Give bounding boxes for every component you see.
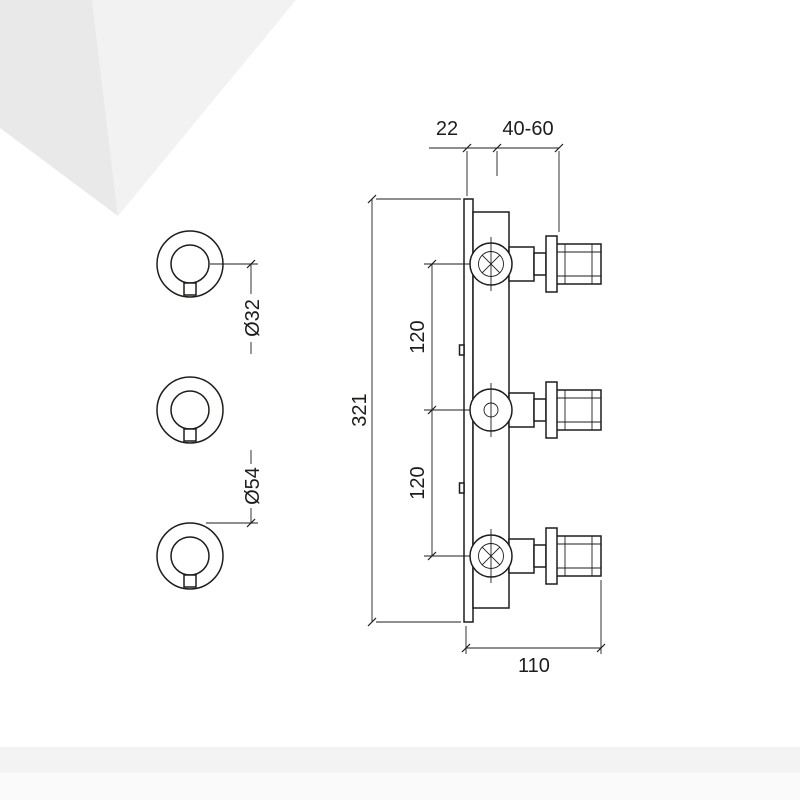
- handle-indicator-notch: [183, 282, 197, 296]
- handle-indicator-notch: [183, 428, 197, 442]
- dimension-label-40-60: 40-60: [502, 118, 553, 140]
- dimension-tick: [492, 143, 502, 153]
- watermark-facet-dark: [0, 0, 118, 216]
- front-handle-top: [156, 230, 224, 298]
- footer-band-upper: [0, 747, 800, 773]
- dimension-tick: [246, 518, 256, 528]
- dimension-label-120-lower: 120: [407, 466, 429, 499]
- dimension-overall-height: 321: [349, 194, 461, 627]
- footer-band-lower: [0, 773, 800, 800]
- dimension-tick: [427, 405, 437, 415]
- valve-neck: [508, 392, 535, 428]
- valve-flange: [545, 381, 558, 439]
- valve-spindle: [551, 535, 602, 577]
- front-handle-middle: [156, 376, 224, 444]
- dimension-handle-hub-diameter: Ø32: [210, 259, 264, 354]
- dimension-label-diameter-32: Ø32: [242, 299, 264, 337]
- handle-indicator-notch: [183, 574, 197, 588]
- valve-assembly-top: [424, 235, 602, 293]
- dimension-tick: [427, 259, 437, 269]
- front-view: Ø32 Ø54: [156, 230, 264, 590]
- front-handle-bottom: [156, 522, 224, 590]
- valve-connector: [533, 544, 547, 568]
- dimension-tick: [246, 259, 256, 269]
- dimension-label-diameter-54: Ø54: [242, 467, 264, 505]
- dimension-label-22: 22: [436, 118, 458, 140]
- watermark-diamond: [0, 0, 296, 216]
- valve-flange: [545, 235, 558, 293]
- dimension-label-120-upper: 120: [407, 320, 429, 353]
- dimension-top-depths: 22 40-60: [429, 118, 564, 232]
- dimension-overall-width: 110: [461, 580, 606, 677]
- valve-assembly-middle: [424, 381, 602, 439]
- dimension-label-110: 110: [518, 655, 550, 677]
- dimension-handle-diameter: Ø54: [206, 450, 264, 528]
- plate-tab-upper: [458, 344, 465, 356]
- dimension-tick: [461, 643, 471, 653]
- valve-spindle: [551, 389, 602, 431]
- dimension-tick: [367, 617, 377, 627]
- watermark-facet-light: [92, 0, 296, 216]
- valve-connector: [533, 398, 547, 422]
- side-view: 22 40-60 321 120 120 110: [349, 118, 606, 677]
- dimension-tick: [554, 143, 564, 153]
- valve-flange: [545, 527, 558, 585]
- dimension-tick: [427, 551, 437, 561]
- dimension-tick: [596, 643, 606, 653]
- valve-spindle: [551, 243, 602, 285]
- dimension-tick: [367, 194, 377, 204]
- valve-assembly-bottom: [424, 527, 602, 585]
- dimension-tick: [462, 143, 472, 153]
- plate-tab-lower: [458, 482, 465, 494]
- dimension-label-321: 321: [349, 393, 371, 426]
- dimension-valve-spacing: 120 120: [407, 259, 437, 561]
- footer-band: [0, 747, 800, 800]
- valve-connector: [533, 252, 547, 276]
